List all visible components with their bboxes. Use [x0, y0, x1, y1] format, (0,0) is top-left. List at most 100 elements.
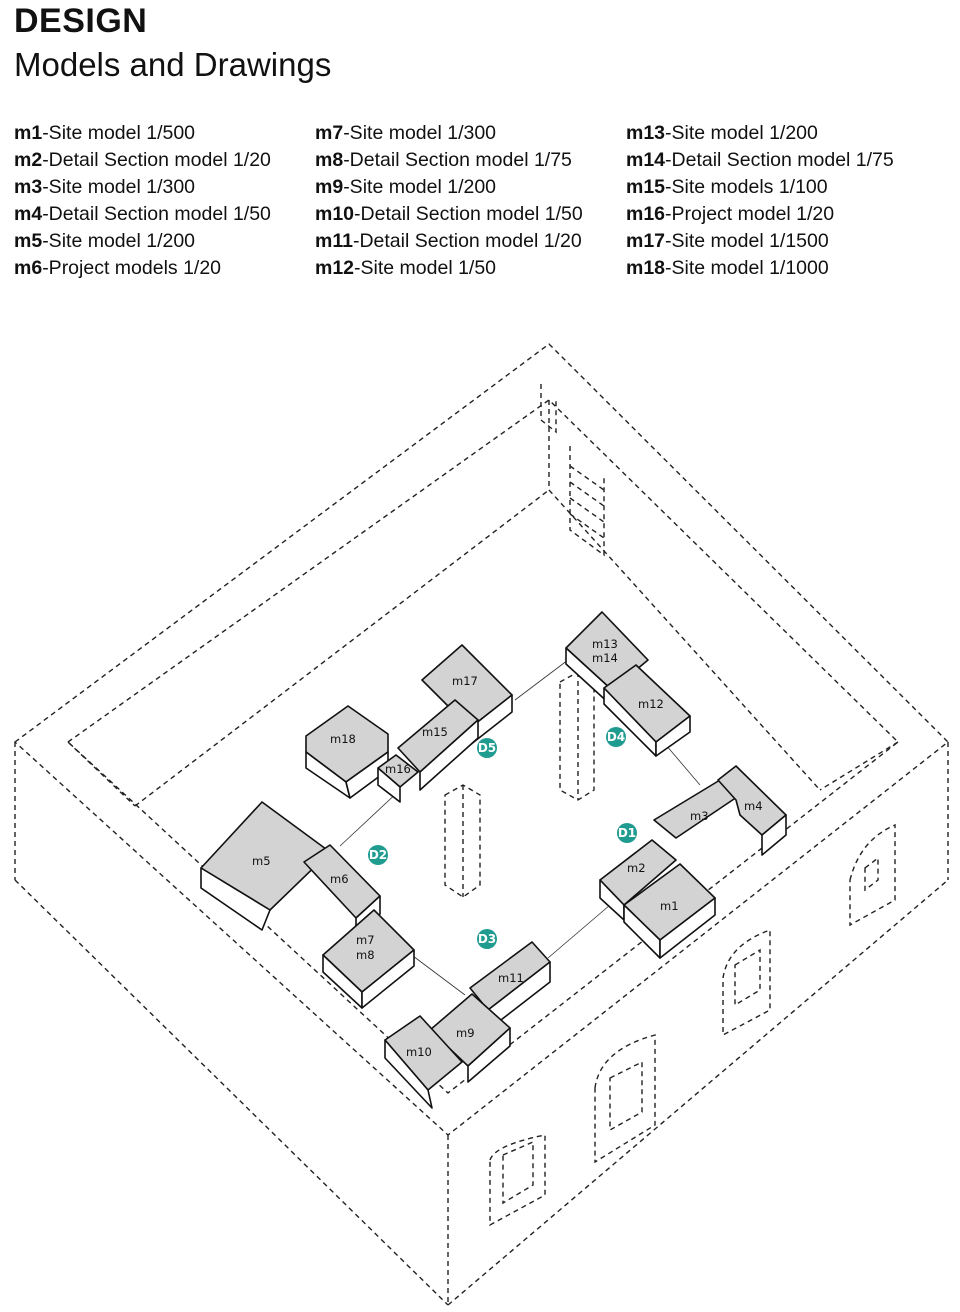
inner-wall-top-edge: [66, 399, 900, 1094]
model-labels: m18 m17 m15 m16 m13 m14 m12 m3 m4 m2 m1 …: [252, 637, 763, 1059]
legend-item: m14-Detail Section model 1/75: [626, 147, 894, 174]
label-m17: m17: [452, 674, 478, 688]
legend-column-1: m1-Site model 1/500 m2-Detail Section mo…: [14, 120, 271, 282]
legend-desc: -Site model 1/1500: [665, 230, 829, 252]
connector-line: [339, 789, 401, 847]
legend-id: m5: [14, 230, 43, 252]
legend-id: m4: [14, 203, 43, 225]
label-m8: m8: [356, 948, 375, 962]
legend-item: m7-Site model 1/300: [315, 120, 583, 147]
legend-id: m13: [626, 122, 666, 144]
label-m14: m14: [592, 651, 618, 665]
legend-desc: -Detail Section model 1/75: [665, 149, 894, 171]
back-wall-opening: [540, 384, 557, 434]
legend-item: m8-Detail Section model 1/75: [315, 147, 583, 174]
label-m18: m18: [330, 732, 356, 746]
marker-d1: D1: [618, 826, 636, 840]
legend-item: m1-Site model 1/500: [14, 120, 271, 147]
marker-d4: D4: [607, 730, 625, 744]
legend-desc: -Site model 1/200: [42, 230, 196, 252]
legend-item: m18-Site model 1/1000: [626, 255, 894, 282]
window-right-4: [489, 1134, 546, 1227]
inner-wall-left-return: [67, 741, 136, 807]
step-line: [569, 481, 605, 507]
block-m10-side: [384, 1039, 433, 1109]
legend-desc: -Detail Section model 1/20: [42, 149, 271, 171]
legend-desc: -Site model 1/200: [665, 122, 818, 144]
legend-desc: -Site model 1/500: [42, 122, 196, 144]
legend-item: m11-Detail Section model 1/20: [315, 228, 583, 255]
legend-item: m16-Project model 1/20: [626, 201, 894, 228]
legend-id: m10: [315, 203, 355, 225]
window-right-1: [849, 823, 896, 927]
wall-base-right: [447, 879, 949, 1306]
label-m15: m15: [422, 725, 448, 739]
marker-d3: D3: [478, 932, 496, 946]
label-m11: m11: [498, 971, 524, 985]
block-m5-side: [200, 867, 271, 931]
connector-lines: [339, 659, 701, 996]
label-m5: m5: [252, 854, 271, 868]
label-m4: m4: [744, 799, 763, 813]
legend-id: m14: [626, 149, 666, 171]
block-m16-side: [377, 767, 401, 803]
legend-column-2: m7-Site model 1/300 m8-Detail Section mo…: [315, 120, 583, 282]
legend-item: m10-Detail Section model 1/50: [315, 201, 583, 228]
legend-item: m15-Site models 1/100: [626, 174, 894, 201]
legend-id: m11: [315, 230, 353, 252]
label-m7: m7: [356, 933, 375, 947]
block-m7-face: [361, 949, 415, 1009]
window-right-4-inner: [502, 1140, 534, 1205]
window-right-2-inner: [734, 948, 761, 1007]
marker-d1-circle: [617, 823, 637, 843]
legend-item: m17-Site model 1/1500: [626, 228, 894, 255]
legend-desc: -Project model 1/20: [665, 203, 835, 225]
step-line: [569, 497, 605, 523]
legend-column-3: m13-Site model 1/200 m14-Detail Section …: [626, 120, 894, 282]
marker-d2: D2: [369, 848, 387, 862]
block-m1-face: [659, 897, 716, 959]
legend-id: m1: [14, 122, 43, 144]
legend-id: m7: [315, 122, 344, 144]
legend-desc: -Detail Section model 1/20: [352, 230, 582, 252]
label-m1: m1: [660, 899, 679, 913]
page-subtitle: Models and Drawings: [14, 46, 332, 83]
legend-desc: -Site model 1/300: [343, 122, 497, 144]
label-m3: m3: [690, 809, 709, 823]
legend-id: m3: [14, 176, 43, 198]
step-line: [569, 465, 605, 491]
label-m9: m9: [456, 1026, 475, 1040]
legend-id: m2: [14, 149, 43, 171]
legend-id: m15: [626, 176, 666, 198]
courtyard-walls: [13, 343, 950, 1306]
label-m12: m12: [638, 697, 664, 711]
label-m10: m10: [406, 1045, 432, 1059]
window-right-1-inner: [864, 856, 879, 892]
block-m9-face: [467, 1027, 511, 1083]
marker-d3-circle: [477, 929, 497, 949]
model-blocks: [200, 611, 787, 1109]
label-m13: m13: [592, 637, 618, 651]
block-m12-face: [655, 715, 691, 757]
drawing-markers: D1 D2 D3 D4 D5: [368, 727, 637, 949]
marker-d5-circle: [477, 738, 497, 758]
legend-desc: -Site model 1/300: [42, 176, 196, 198]
legend-desc: -Site model 1/1000: [665, 257, 829, 279]
legend-desc: -Detail Section model 1/50: [354, 203, 583, 225]
legend-item: m4-Detail Section model 1/50: [14, 201, 271, 228]
legend-id: m12: [315, 257, 355, 279]
marker-d5: D5: [478, 741, 496, 755]
page-title: DESIGN: [14, 2, 148, 40]
legend-id: m18: [626, 257, 666, 279]
block-m15-face: [419, 719, 479, 791]
legend-desc: -Site model 1/50: [354, 257, 497, 279]
legend-id: m9: [315, 176, 344, 198]
connector-line: [547, 904, 611, 959]
window-right-3: [594, 1034, 656, 1164]
inner-floor-back-right: [548, 489, 821, 791]
legend-id: m17: [626, 230, 666, 252]
legend-desc: -Project models 1/20: [42, 257, 222, 279]
block-m4-face: [761, 814, 787, 856]
wall-base-left: [14, 879, 449, 1306]
